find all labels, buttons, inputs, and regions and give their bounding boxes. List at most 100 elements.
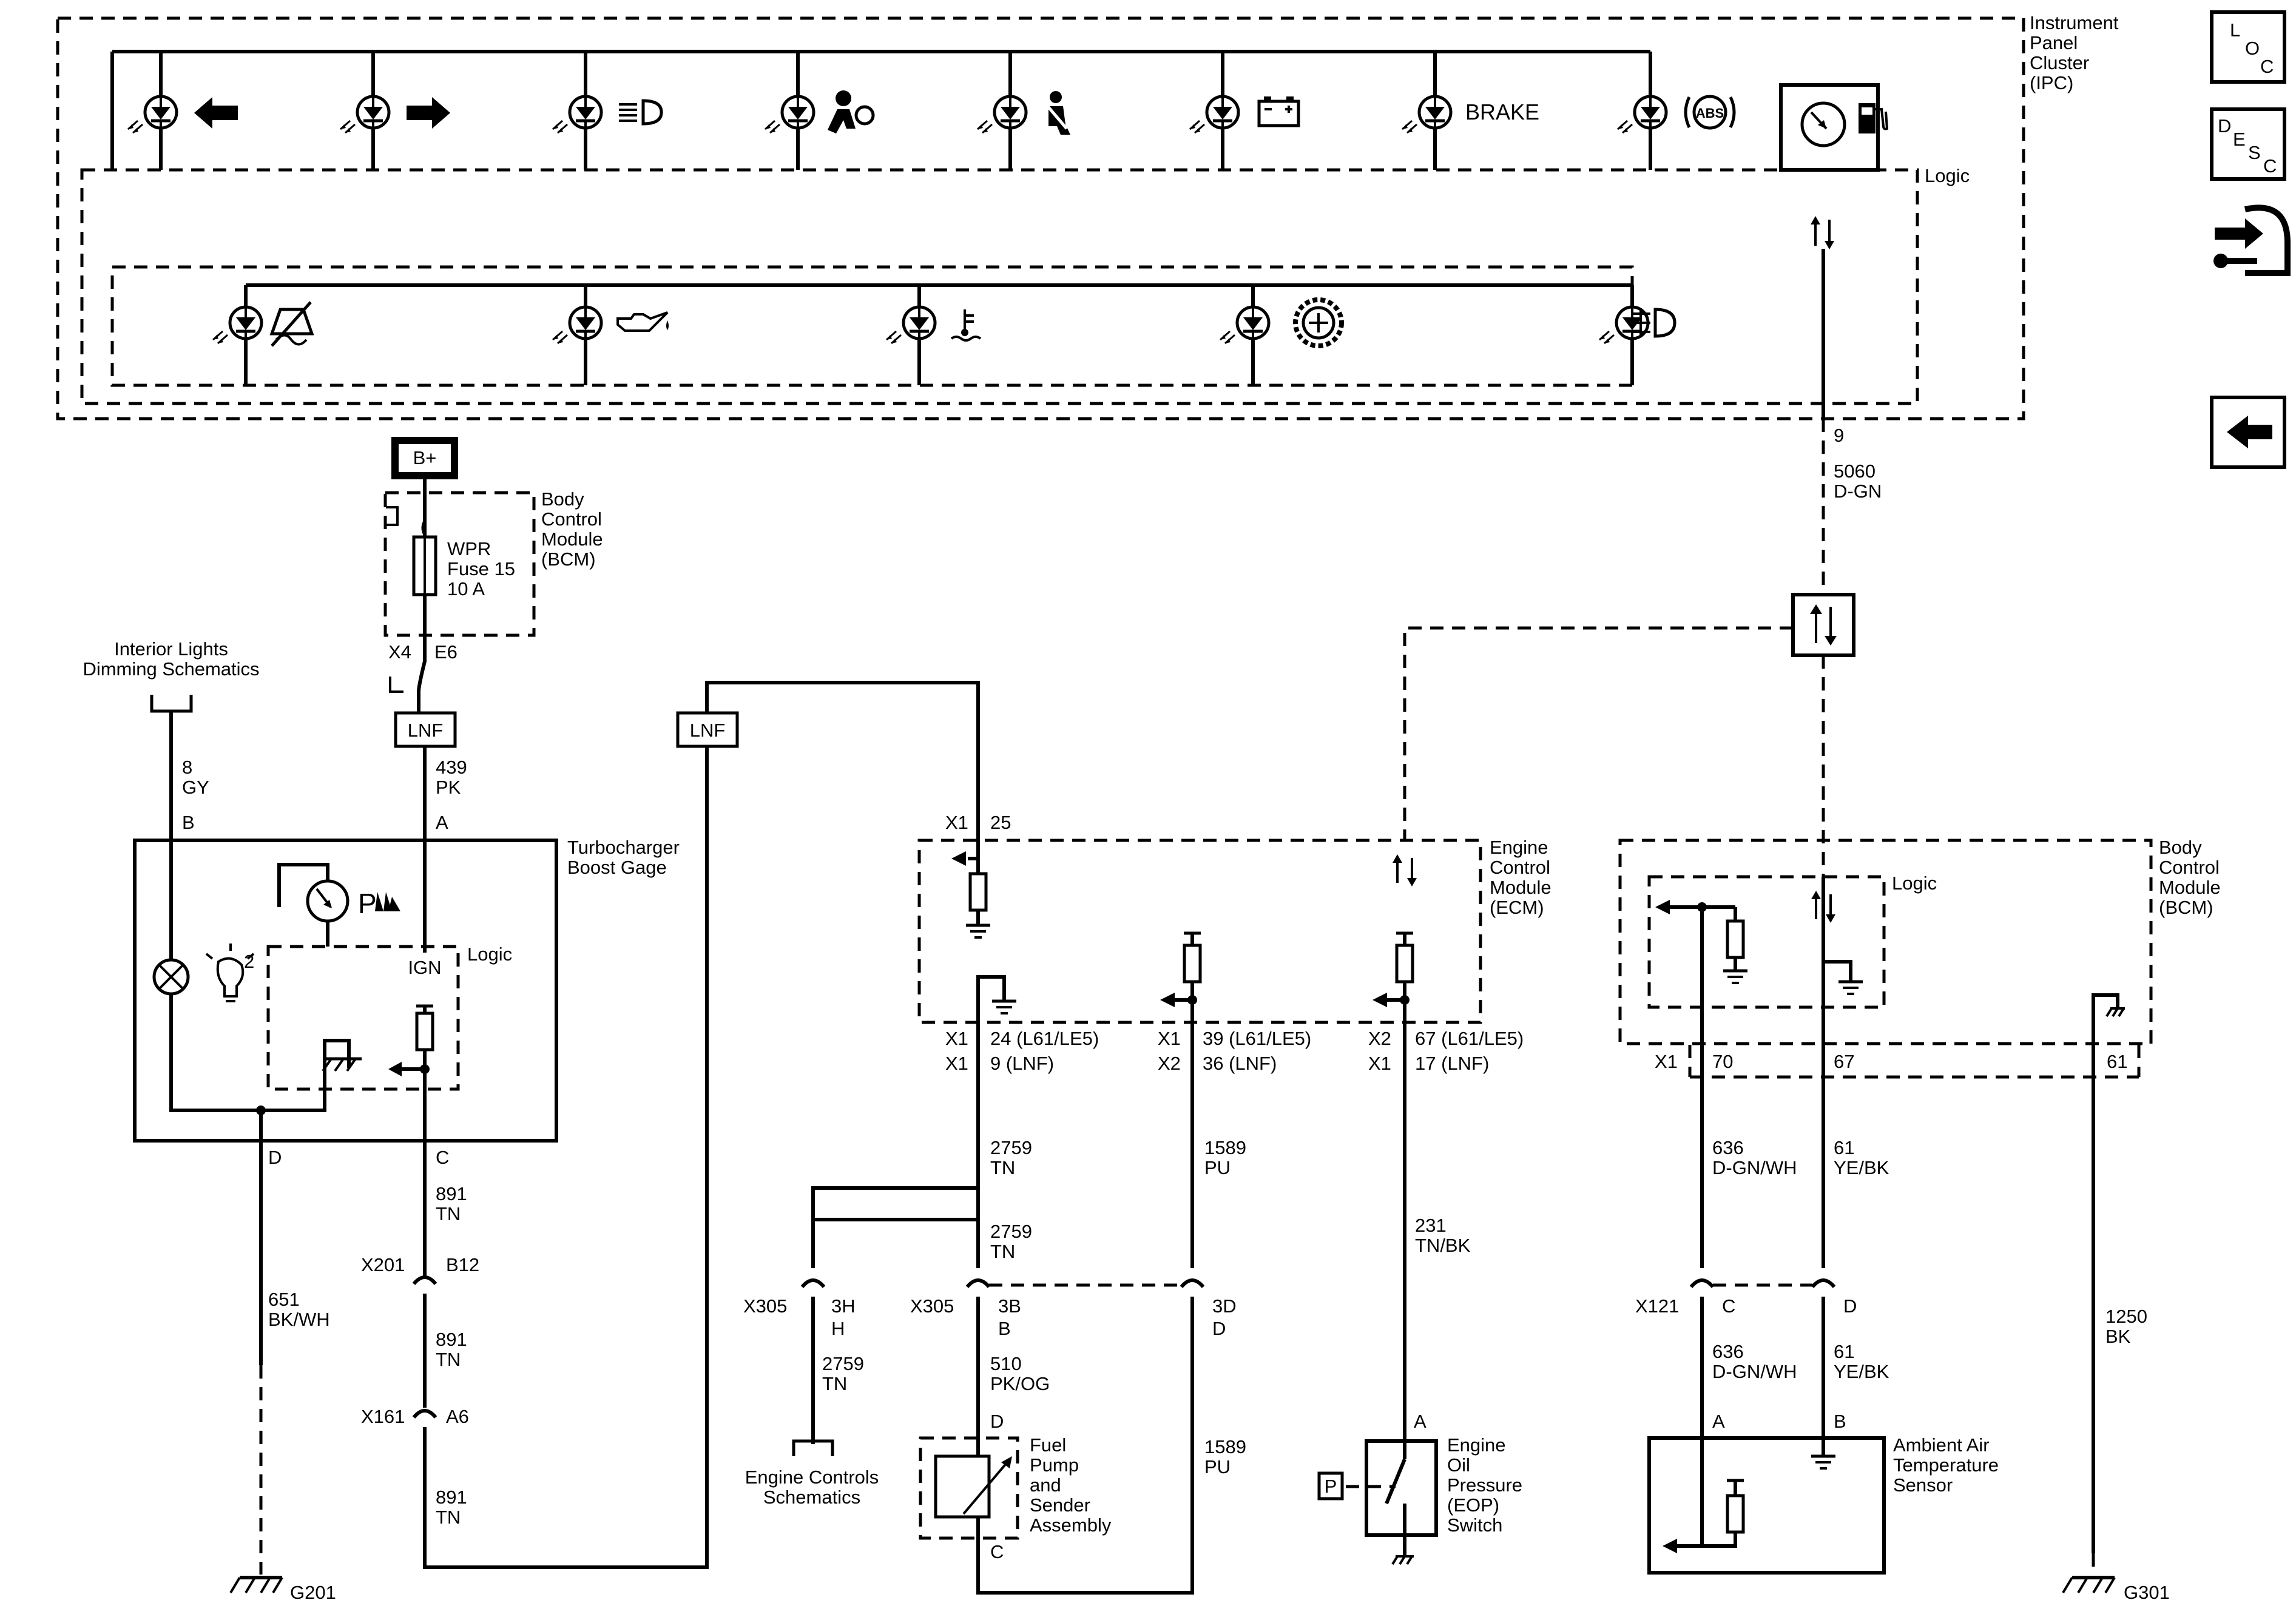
svg-text:3H: 3H: [831, 1295, 856, 1317]
lnf-tag-left: LNF: [394, 711, 457, 748]
svg-text:Logic: Logic: [1892, 873, 1937, 894]
svg-text:2759: 2759: [822, 1353, 864, 1374]
svg-text:3B: 3B: [998, 1295, 1021, 1317]
svg-text:and: and: [1030, 1474, 1061, 1496]
svg-text:510: 510: [990, 1353, 1022, 1374]
svg-text:X1: X1: [945, 1053, 968, 1074]
svg-text:24 (L61/LE5): 24 (L61/LE5): [990, 1028, 1099, 1049]
svg-text:TN: TN: [990, 1241, 1015, 1262]
service-procedure-button[interactable]: [2213, 204, 2291, 276]
svg-text:D-GN/WH: D-GN/WH: [1712, 1361, 1797, 1382]
svg-text:Pressure: Pressure: [1447, 1474, 1522, 1496]
svg-text:X201: X201: [361, 1254, 405, 1275]
svg-text:X2: X2: [1158, 1053, 1181, 1074]
svg-text:A: A: [1712, 1411, 1725, 1432]
svg-text:1589: 1589: [1204, 1137, 1246, 1158]
connector-x161: X161 A6: [361, 1406, 469, 1427]
ipc-circuit-color: D-GN: [1834, 481, 1882, 502]
seatbelt-icon: [1045, 91, 1070, 135]
svg-text:BK: BK: [2105, 1326, 2131, 1347]
svg-text:C: C: [1722, 1295, 1735, 1317]
svg-text:61: 61: [2107, 1051, 2127, 1072]
svg-text:17 (LNF): 17 (LNF): [1415, 1053, 1489, 1074]
svg-text:61: 61: [1834, 1341, 1854, 1362]
svg-text:Interior Lights: Interior Lights: [114, 638, 228, 660]
airbag-icon: [828, 90, 875, 133]
svg-text:Switch: Switch: [1447, 1514, 1502, 1536]
svg-text:X1: X1: [1158, 1028, 1181, 1049]
svg-text:BK/WH: BK/WH: [268, 1309, 330, 1330]
fog-lamp-indicator: [1599, 285, 1676, 385]
gage-ground: [323, 1039, 362, 1089]
svg-text:TN: TN: [436, 1349, 461, 1370]
svg-text:C: C: [990, 1541, 1004, 1562]
svg-text:C: C: [436, 1147, 449, 1168]
svg-text:X1: X1: [945, 812, 968, 833]
back-button[interactable]: [2210, 396, 2286, 469]
svg-text:(IPC): (IPC): [2030, 72, 2073, 93]
svg-text:70: 70: [1712, 1051, 1733, 1072]
svg-text:D: D: [2218, 115, 2231, 137]
gear-icon: [1293, 297, 1344, 348]
svg-text:Fuse 15: Fuse 15: [447, 558, 515, 579]
svg-text:Dimming Schematics: Dimming Schematics: [83, 658, 259, 680]
svg-text:X161: X161: [361, 1406, 405, 1427]
svg-text:Body: Body: [541, 488, 584, 510]
svg-text:39 (L61/LE5): 39 (L61/LE5): [1203, 1028, 1311, 1049]
svg-text:S: S: [2248, 142, 2261, 163]
ecm-pin-labels: X1 24 (L61/LE5) X1 39 (L61/LE5) X2 67 (L…: [945, 1028, 1524, 1074]
ground-g201: G201: [229, 1576, 336, 1603]
svg-text:Instrument: Instrument: [2030, 12, 2119, 33]
svg-text:LNF: LNF: [690, 720, 726, 741]
svg-text:Cluster: Cluster: [2030, 52, 2089, 73]
svg-text:X121: X121: [1635, 1295, 1679, 1317]
turbocharger-boost-gage: Turbocharger Boost Gage 2 P Logic: [133, 837, 680, 1143]
turn-left-indicator: [128, 52, 238, 170]
abs-indicator: ABS: [1618, 52, 1736, 170]
svg-text:636: 636: [1712, 1341, 1744, 1362]
svg-text:TN/BK: TN/BK: [1415, 1235, 1471, 1256]
svg-text:PK/OG: PK/OG: [990, 1373, 1050, 1394]
svg-text:B12: B12: [446, 1254, 479, 1275]
svg-text:WPR: WPR: [447, 538, 491, 559]
svg-text:TN: TN: [436, 1507, 461, 1528]
right-arrow-icon: [407, 97, 450, 129]
svg-text:2759: 2759: [990, 1137, 1032, 1158]
svg-text:Module: Module: [541, 528, 603, 550]
svg-text:X1: X1: [1655, 1051, 1678, 1072]
svg-text:2: 2: [244, 951, 254, 972]
location-button[interactable]: L O C: [2210, 10, 2286, 84]
svg-text:439: 439: [436, 757, 467, 778]
svg-text:ABS: ABS: [1696, 106, 1724, 121]
svg-text:Boost Gage: Boost Gage: [567, 857, 667, 878]
svg-text:Panel: Panel: [2030, 32, 2078, 53]
svg-text:Control: Control: [541, 508, 602, 530]
gage-pullup: [388, 1006, 433, 1141]
back-arrow-icon: [2227, 416, 2272, 448]
svg-text:(BCM): (BCM): [541, 549, 596, 570]
bcm-data-arrows-icon: [1811, 891, 1835, 923]
svg-text:YE/BK: YE/BK: [1834, 1157, 1889, 1178]
svg-text:Sensor: Sensor: [1893, 1474, 1953, 1496]
svg-text:Sender: Sender: [1030, 1494, 1090, 1516]
svg-text:1589: 1589: [1204, 1436, 1246, 1457]
svg-text:TN: TN: [436, 1203, 461, 1224]
svg-text:Engine Controls: Engine Controls: [745, 1467, 879, 1488]
svg-text:D: D: [990, 1411, 1004, 1432]
svg-text:231: 231: [1415, 1215, 1447, 1236]
bcm-fuse-block: WPR Fuse 15 10 A Body Control Module (BC…: [383, 488, 603, 637]
svg-text:C: C: [2260, 56, 2274, 77]
fuel-gauge: [1800, 101, 1889, 147]
connector-x121: X121 C D: [1635, 1280, 1857, 1317]
svg-text:E: E: [2233, 129, 2246, 150]
svg-text:TN: TN: [822, 1373, 847, 1394]
boost-gauge-meter: P: [277, 863, 400, 947]
svg-text:(BCM): (BCM): [2159, 897, 2213, 918]
battery-positive-source: B+: [391, 437, 458, 479]
fuel-pump-sender-assembly: Fuel Pump and Sender Assembly: [919, 1434, 1112, 1540]
description-button[interactable]: D E S C: [2210, 107, 2286, 181]
svg-text:Engine: Engine: [1490, 837, 1548, 858]
svg-text:Fuel: Fuel: [1030, 1434, 1066, 1456]
ground-g301: G301: [2062, 1576, 2170, 1603]
